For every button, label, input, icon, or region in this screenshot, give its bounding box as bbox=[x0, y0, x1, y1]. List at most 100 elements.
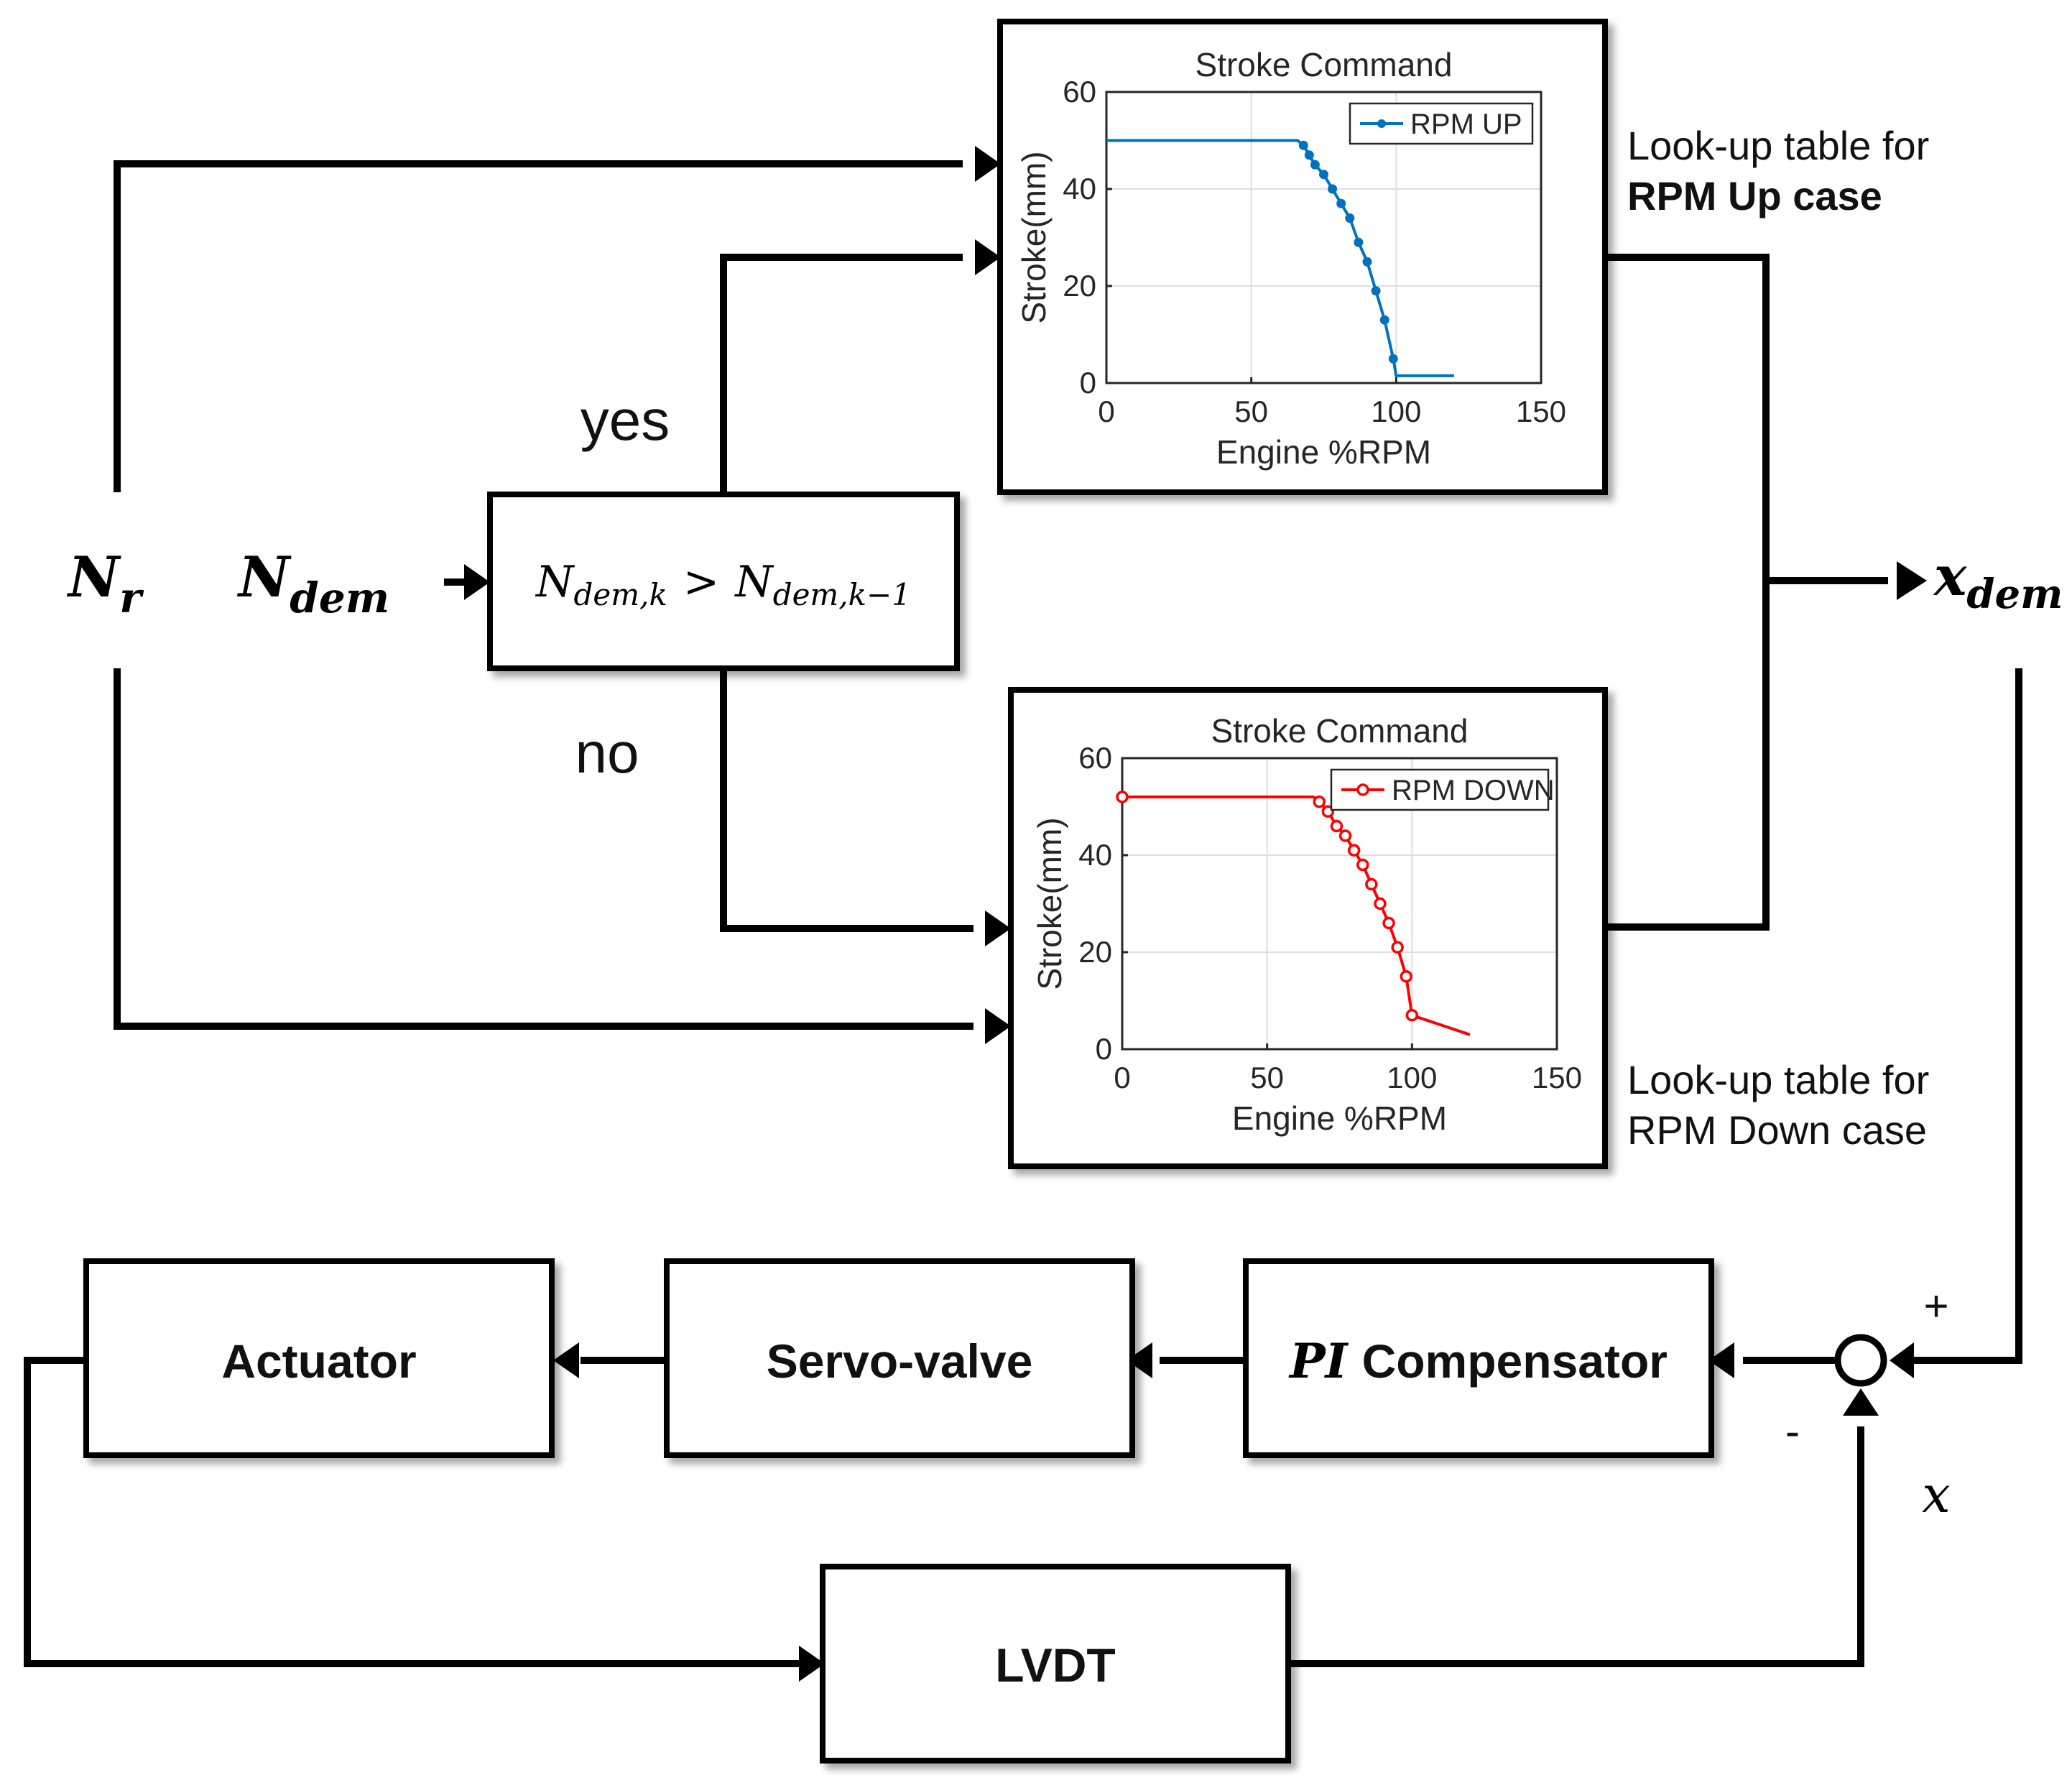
data-point bbox=[1379, 315, 1389, 325]
caption-down-line2: RPM Down case bbox=[1627, 1107, 1927, 1153]
y-tick-label: 40 bbox=[1078, 838, 1112, 872]
y-tick-label: 0 bbox=[1080, 366, 1096, 400]
wire-actuator-to-lvdt bbox=[24, 1357, 801, 1667]
arrowhead bbox=[985, 1008, 1011, 1044]
cond-operator: > bbox=[683, 557, 719, 607]
y-axis-label: Stroke(mm) bbox=[1031, 817, 1068, 990]
cond-rhs: N bbox=[734, 557, 774, 607]
x-tick-label: 0 bbox=[1114, 1061, 1130, 1094]
x-tick-label: 50 bbox=[1250, 1061, 1284, 1094]
servo-valve-label: Servo-valve bbox=[767, 1334, 1033, 1388]
data-point bbox=[1338, 829, 1352, 842]
arrowhead bbox=[464, 564, 490, 600]
x-axis-label: Engine %RPM bbox=[1216, 433, 1431, 471]
data-point bbox=[1319, 170, 1328, 180]
wire-no-branch bbox=[720, 668, 973, 932]
no-label: no bbox=[575, 721, 639, 785]
pi-italic-label: PI bbox=[1288, 1333, 1349, 1389]
condition-block bbox=[487, 492, 960, 671]
data-point bbox=[1391, 941, 1404, 954]
x-tick-label: 0 bbox=[1098, 395, 1114, 428]
cond-lhs-sub: dem,k bbox=[574, 577, 667, 612]
minus-sign: - bbox=[1785, 1407, 1800, 1455]
x-tick-label: 50 bbox=[1234, 395, 1268, 428]
n-dem-sub: dem bbox=[290, 573, 389, 622]
data-point bbox=[1330, 819, 1343, 833]
legend-marker bbox=[1356, 783, 1369, 796]
signal-n-dem: Ndem bbox=[236, 545, 389, 622]
y-tick-label: 40 bbox=[1063, 172, 1096, 206]
data-point bbox=[1298, 140, 1308, 150]
x-tick-label: 100 bbox=[1371, 395, 1421, 428]
y-tick-label: 20 bbox=[1078, 935, 1112, 969]
data-point bbox=[1310, 160, 1320, 170]
data-point bbox=[1304, 150, 1314, 160]
series-line bbox=[1106, 139, 1454, 377]
y-tick-label: 0 bbox=[1096, 1032, 1112, 1066]
x-dem-sub: dem bbox=[1966, 571, 2063, 618]
x-tick-label: 100 bbox=[1387, 1061, 1437, 1094]
y-tick-label: 60 bbox=[1063, 75, 1096, 109]
legend-label: RPM UP bbox=[1410, 109, 1522, 140]
data-point bbox=[1313, 796, 1326, 808]
summing-junction bbox=[1834, 1334, 1887, 1387]
x-tick-label: 150 bbox=[1516, 395, 1566, 428]
arrowhead bbox=[1890, 1342, 1914, 1378]
arrowhead bbox=[553, 1342, 579, 1378]
data-point bbox=[1365, 877, 1378, 891]
cond-rhs-sub: dem,k−1 bbox=[773, 577, 911, 612]
arrowhead bbox=[1843, 1388, 1879, 1416]
data-point bbox=[1345, 213, 1355, 223]
x-tick-label: 150 bbox=[1532, 1061, 1582, 1094]
signal-wires bbox=[24, 160, 2022, 1667]
servo-valve-block bbox=[664, 1258, 1135, 1458]
actuator-block bbox=[83, 1258, 555, 1458]
n-dem-base: N bbox=[236, 545, 292, 610]
wire-nr-to-down-table bbox=[114, 668, 973, 1030]
data-point bbox=[1382, 916, 1395, 930]
cond-lhs: N bbox=[535, 557, 575, 607]
caption-down-line1: Look-up table for bbox=[1627, 1057, 1929, 1102]
lvdt-label: LVDT bbox=[995, 1638, 1115, 1692]
condition-expression: Ndem,k > Ndem,k−1 bbox=[535, 557, 911, 612]
arrowhead bbox=[1897, 561, 1927, 600]
arrowhead bbox=[799, 1646, 825, 1682]
wire-xdem-to-sum bbox=[1911, 668, 2022, 1364]
pi-compensator-block bbox=[1243, 1258, 1714, 1458]
arrowhead bbox=[975, 146, 1001, 182]
chart-title: Stroke Command bbox=[1195, 46, 1453, 83]
y-tick-label: 60 bbox=[1078, 741, 1112, 775]
arrowhead bbox=[975, 239, 1001, 275]
data-point bbox=[1347, 844, 1361, 857]
y-axis-label: Stroke(mm) bbox=[1015, 151, 1053, 323]
actuator-label: Actuator bbox=[221, 1334, 416, 1388]
data-point bbox=[1354, 237, 1364, 247]
x-dem-base: x bbox=[1933, 544, 1968, 608]
wire-yes-branch bbox=[720, 254, 963, 494]
caption-up-line1: Look-up table for bbox=[1627, 123, 1929, 168]
data-point bbox=[1388, 354, 1398, 364]
axes-box bbox=[1121, 757, 1558, 1051]
signal-x-dem: xdem bbox=[1933, 544, 2063, 618]
n-r-base: N bbox=[66, 545, 121, 610]
arrowheads bbox=[464, 146, 1927, 1682]
data-point bbox=[1371, 286, 1381, 296]
wire-nr-to-up-table bbox=[114, 160, 963, 492]
data-point bbox=[1400, 970, 1413, 983]
wire-lvdt-feedback bbox=[1288, 1426, 1864, 1667]
wire-tables-merge bbox=[1605, 254, 1770, 931]
axes-box bbox=[1105, 91, 1543, 384]
lvdt-block bbox=[820, 1564, 1291, 1764]
arrowhead bbox=[985, 910, 1011, 946]
signal-x: x bbox=[1922, 1465, 1950, 1524]
data-point bbox=[1405, 1009, 1419, 1022]
data-point bbox=[1362, 257, 1372, 267]
plus-sign: + bbox=[1923, 1282, 1948, 1330]
data-point bbox=[1336, 198, 1346, 208]
legend-marker bbox=[1377, 119, 1386, 128]
data-point bbox=[1356, 858, 1369, 872]
